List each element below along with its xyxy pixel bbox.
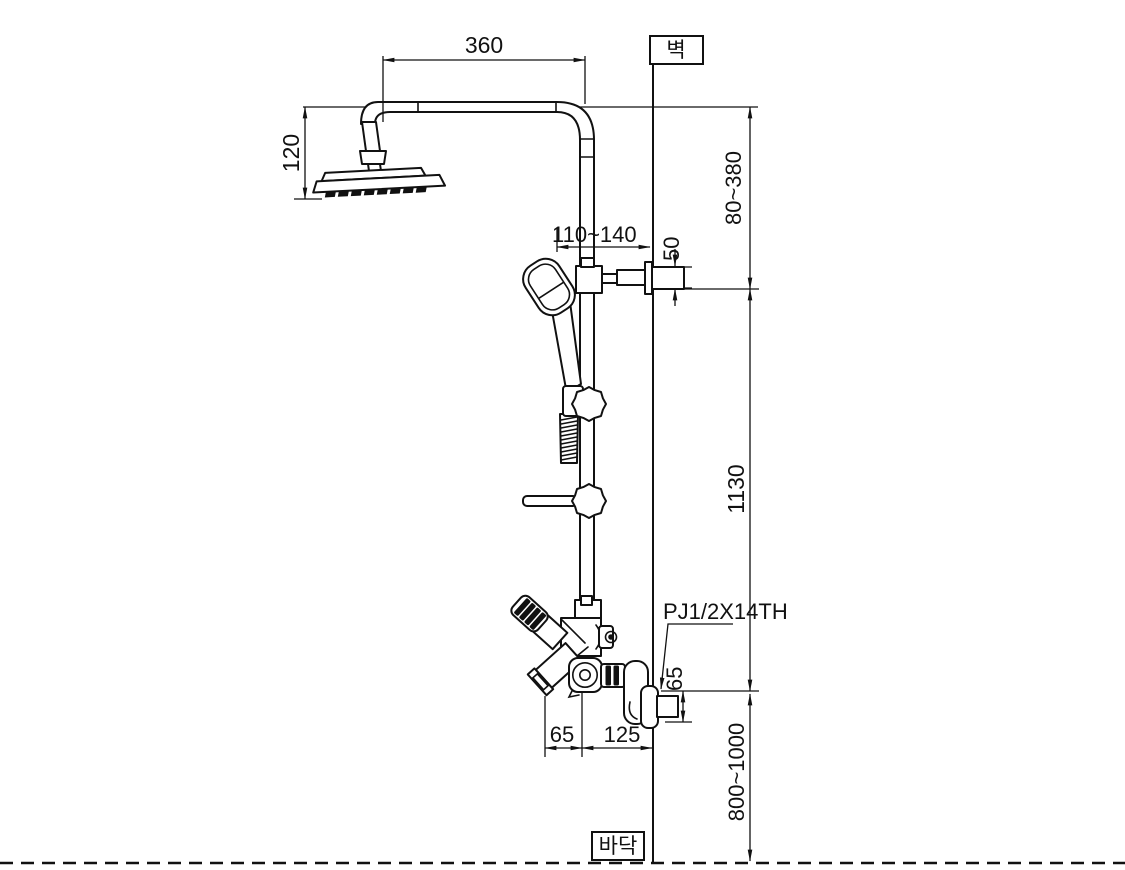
- dim-text-cup-height: 50: [659, 237, 684, 261]
- dim-text-bar-width: 360: [465, 32, 503, 58]
- dim-text-head-drop: 120: [278, 134, 304, 172]
- elbow-curve: [628, 701, 638, 720]
- thread-leader: [659, 623, 733, 690]
- bracket-wall-cup: [651, 266, 685, 290]
- rain-shower-head: [312, 166, 447, 198]
- collar-tab: [580, 595, 593, 606]
- supply-flange: [640, 685, 659, 729]
- dim-text-top-adjust: 80~380: [721, 151, 746, 225]
- tube-joint-ticks: [417, 101, 595, 158]
- bracket-rod: [601, 273, 619, 284]
- valve-handle: [510, 594, 569, 651]
- slider-knob: [571, 386, 607, 422]
- spray-nozzles: [324, 187, 427, 198]
- tub-spout: [526, 642, 583, 697]
- extension-lines: [294, 56, 759, 757]
- floor-label-box: [591, 831, 645, 861]
- dim-text-supply-offset: 65: [662, 667, 687, 691]
- hand-shower: [522, 257, 607, 464]
- dim-text-valve-to-wall: 125: [604, 722, 641, 747]
- shower-arm: [361, 121, 381, 152]
- diverter-dot: [608, 634, 614, 640]
- lower-knob: [571, 483, 607, 519]
- wall-label: 벽: [666, 39, 685, 62]
- outlet-ring-inner: [578, 668, 591, 681]
- shower-valve: [510, 594, 679, 729]
- slider-lever: [522, 495, 578, 507]
- dim-text-supply-height: 800~1000: [724, 723, 749, 822]
- outlet-ring-outer: [571, 661, 598, 688]
- diverter-ring: [604, 630, 618, 644]
- arm-nut: [359, 150, 387, 165]
- hose-ribs: [560, 416, 578, 461]
- dimension-lines: [294, 56, 759, 862]
- bracket-sleeve: [616, 269, 647, 286]
- handle-grip-ribs: [514, 598, 547, 630]
- shower-fixture: [312, 101, 685, 729]
- dim-text-riser-height: 1130: [723, 464, 749, 513]
- floor-label: 바닥: [599, 835, 638, 858]
- wall-label-box: [649, 35, 704, 65]
- bracket-flange: [644, 261, 653, 295]
- bracket-clamp: [575, 265, 603, 294]
- thread-spec-text: PJ1/2X14TH: [663, 599, 788, 624]
- lower-slider: [522, 483, 607, 519]
- bracket-screw: [580, 257, 595, 268]
- supply-nut: [600, 663, 626, 688]
- wall-bracket: [575, 257, 685, 295]
- dim-text-spout-offset: 65: [550, 722, 574, 747]
- dim-text-bracket-range: 110~140: [552, 222, 637, 247]
- hand-shower-head: [522, 257, 576, 317]
- wall-pipe-stub: [656, 695, 679, 718]
- supply-nut-ribs: [605, 665, 619, 686]
- outlet-tab: [567, 690, 580, 699]
